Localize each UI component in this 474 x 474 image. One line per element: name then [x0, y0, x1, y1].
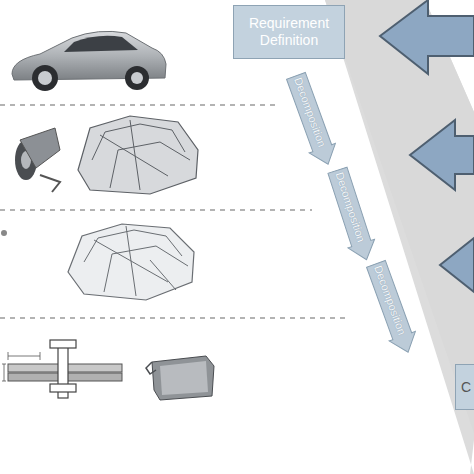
- box-label: C: [461, 379, 471, 396]
- body-frame-lines: [92, 120, 190, 190]
- arrow-outline: [324, 166, 380, 264]
- bolt-nut: [50, 384, 76, 392]
- bracket-lip: [146, 362, 156, 374]
- decomposition-arrow: Decomposition: [281, 70, 342, 170]
- decomposition-arrow: Decomposition: [323, 165, 381, 266]
- arrow-outline: [283, 71, 341, 169]
- body-in-white: [78, 116, 198, 194]
- car-window: [64, 36, 138, 52]
- process-box: Requirement Definition: [233, 5, 345, 59]
- process-band: [325, 0, 474, 474]
- axle-part: [20, 128, 60, 168]
- input-arrow: [440, 238, 474, 292]
- level-separator: [0, 209, 312, 211]
- body-frame-lines: [84, 226, 188, 296]
- car-wheel: [32, 65, 58, 91]
- bracket-face: [160, 361, 208, 395]
- small-part: [1, 230, 7, 236]
- vehicle-body: [68, 224, 194, 300]
- bolt-head: [50, 340, 76, 348]
- bracket-part: [152, 356, 214, 400]
- level-separator: [0, 104, 278, 106]
- process-box: C: [455, 364, 474, 410]
- arrow-outline: [363, 259, 421, 357]
- car-wheel: [125, 66, 149, 90]
- car-rim: [131, 72, 143, 84]
- dimension-line: [2, 352, 40, 381]
- level-separator: [0, 317, 348, 319]
- box-label: Requirement Definition: [239, 15, 339, 49]
- input-arrow: [410, 120, 474, 190]
- car-rim: [38, 71, 52, 85]
- axle-part: [40, 175, 60, 192]
- input-arrow: [380, 0, 474, 74]
